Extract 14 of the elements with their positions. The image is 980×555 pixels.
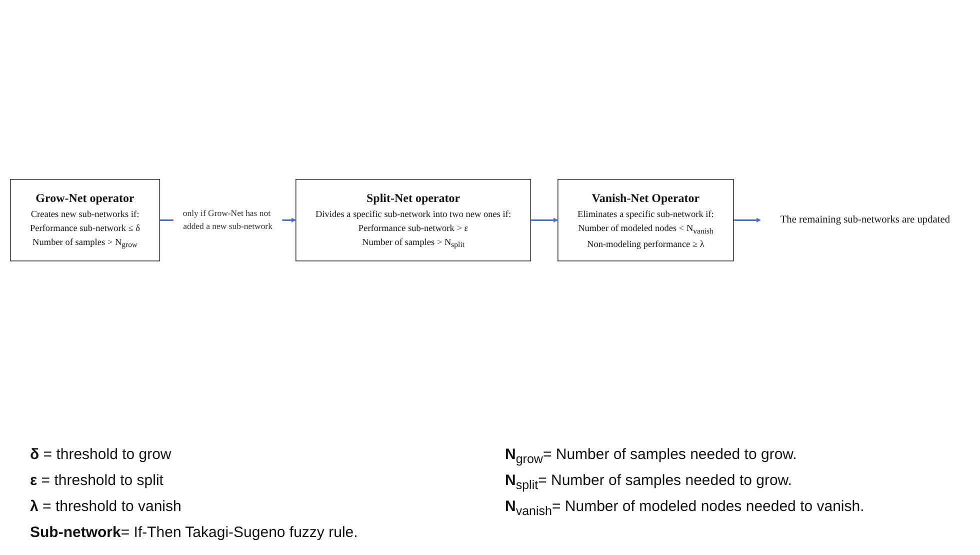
definition-text: ε = threshold to split [30,472,164,491]
node-box: Grow-Net operator Creates new sub-networks if: Performance sub-network ≤ δ Number of samples > N$_{grow}$ [10,178,160,262]
node-box: Vanish-Net Operator Eliminates a specific sub-network if: Number of modeled nodes < N$_{vanish}$ Non-modeling performance ≥ λ [558,178,734,262]
edge-label: only if Grow-Net has not added a new sub-network [182,208,272,231]
definition-text: λ = threshold to vanish [30,498,182,517]
node-text: The remaining sub-networks are updated [780,214,950,226]
definition-text: δ = threshold to grow [30,446,172,465]
arrow [734,218,761,222]
definition-text: N$_{split}$= Number of samples needed to grow. [505,472,792,492]
node-box: Split-Net operator Divides a specific sub-network into two new ones if: Performance sub-network > ε Number of samples > N$_{split}$ [295,178,532,262]
definition-text: N$_{grow}$= Number of samples needed to grow. [505,446,797,466]
definition-text: Sub-network= If-Then Takagi-Sugeno fuzzy rule. [30,524,358,541]
definition-text: N$_{vanish}$= Number of modeled nodes needed to vanish. [505,498,864,518]
arrow [530,218,558,222]
